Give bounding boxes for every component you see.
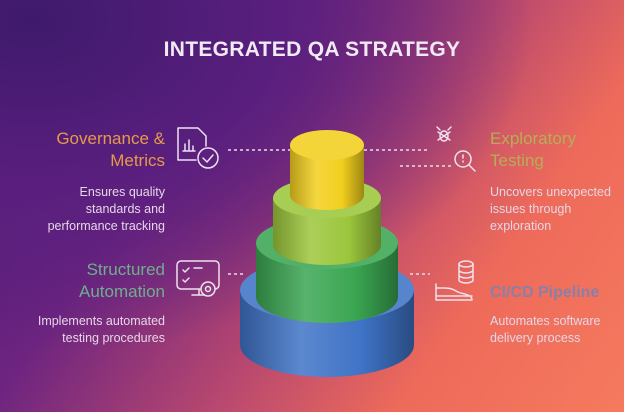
description-line: standards and	[85, 202, 165, 216]
description-line: Automates software	[490, 314, 601, 328]
exploratory-testing-description: Uncovers unexpected issues through explo…	[490, 184, 624, 235]
description-line: exploration	[490, 219, 552, 233]
page-title: INTEGRATED QA STRATEGY	[163, 38, 461, 61]
tier-governance	[290, 130, 364, 210]
description-line: issues through	[490, 202, 572, 216]
tier-top	[290, 130, 364, 160]
tier-side	[290, 145, 364, 210]
bug-magnifier-icon	[436, 126, 476, 172]
heading-line: Structured	[86, 260, 165, 279]
description-line: performance tracking	[47, 219, 165, 233]
structured-automation-heading: Structured Automation	[20, 259, 165, 303]
description-line: testing procedures	[62, 331, 165, 345]
description-line: Implements automated	[37, 314, 165, 328]
heading-line: Automation	[79, 282, 165, 301]
heading-line: CI/CD Pipeline	[490, 284, 600, 301]
description-line: Uncovers unexpected	[490, 185, 611, 199]
database-pipeline-icon	[435, 260, 474, 301]
connector-lines	[228, 149, 452, 275]
heading-line: Testing	[490, 151, 544, 170]
governance-metrics-heading: Governance & Metrics	[20, 128, 165, 172]
heading-line: Governance &	[56, 129, 165, 148]
heading-line: Exploratory	[490, 129, 576, 148]
heading-line: Metrics	[110, 151, 165, 170]
exploratory-testing-heading: Exploratory Testing	[490, 128, 620, 172]
structured-automation-description: Implements automated testing procedures	[10, 313, 165, 347]
description-line: Ensures quality	[79, 185, 165, 199]
description-line: delivery process	[490, 331, 581, 345]
checklist-gear-icon	[176, 260, 220, 297]
governance-metrics-description: Ensures quality standards and performanc…	[10, 184, 165, 235]
cicd-pipeline-heading: CI/CD Pipeline	[490, 282, 624, 304]
cicd-pipeline-description: Automates software delivery process	[490, 313, 624, 347]
chart-document-check-icon	[177, 127, 219, 169]
